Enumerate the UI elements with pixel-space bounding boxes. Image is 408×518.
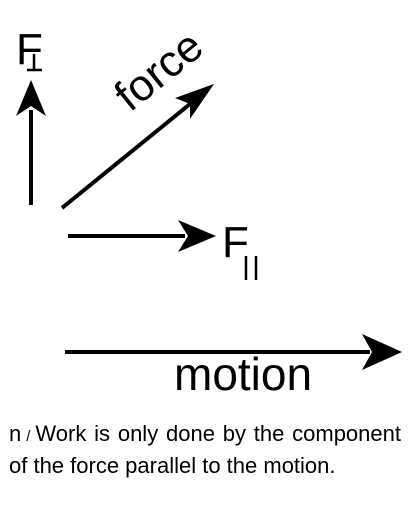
parallel-force-label: F: [222, 218, 249, 267]
motion-arrow: [65, 334, 402, 370]
parallel-force-arrow: [68, 220, 216, 252]
force-components-diagram: F force F motion: [16, 21, 402, 400]
caption-separator: /: [26, 428, 31, 445]
figure-caption: n/Work is only done by the component of …: [9, 419, 401, 480]
motion-label: motion: [174, 348, 312, 400]
perpendicular-symbol-icon: [27, 54, 42, 72]
caption-figure-number: n: [9, 421, 22, 446]
applied-force-arrow: [60, 84, 214, 210]
parallel-symbol-icon: [244, 256, 258, 280]
caption-text: Work is only done by the component of th…: [9, 421, 401, 478]
perpendicular-force-label: F: [16, 25, 43, 74]
perpendicular-force-arrow: [16, 80, 46, 205]
